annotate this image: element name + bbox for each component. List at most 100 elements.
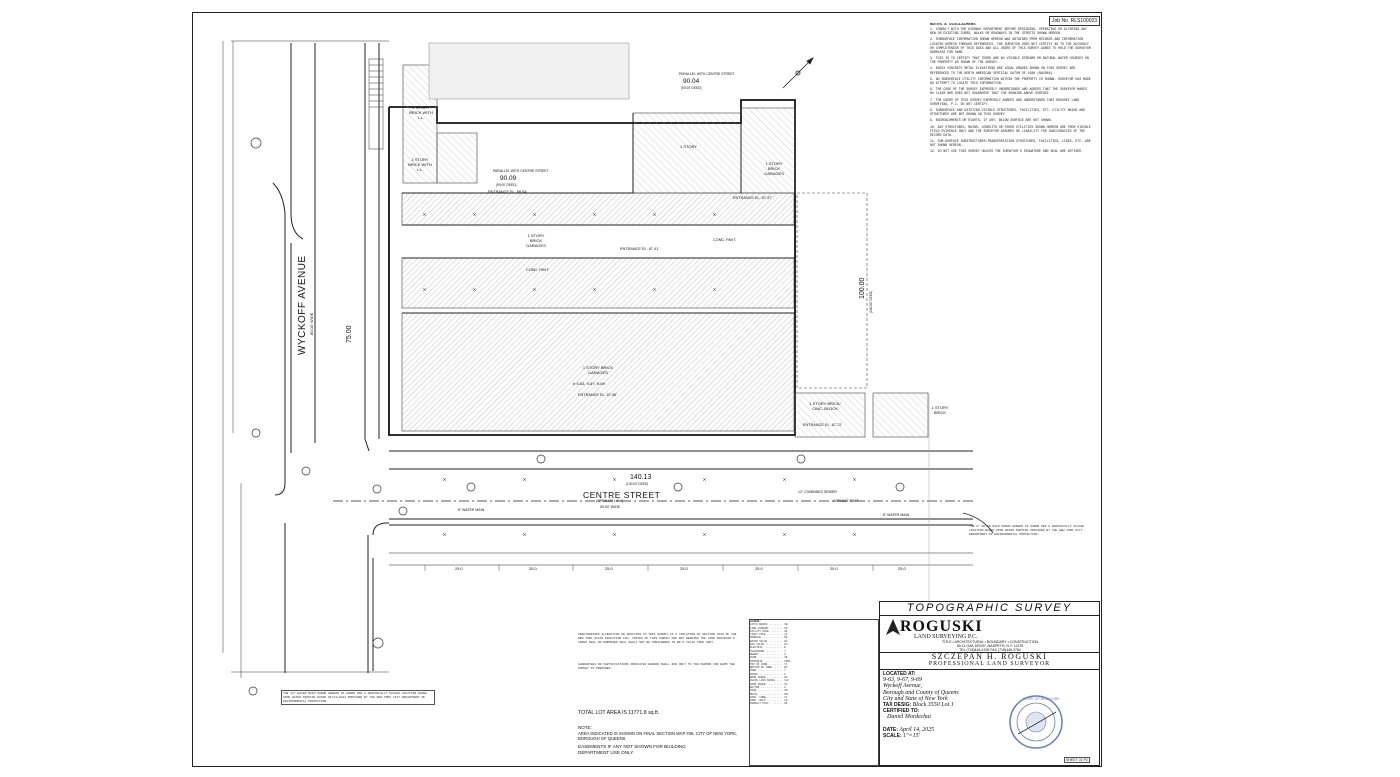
legend-row: SIGN ................ SN [750,689,788,693]
date-value: April 14, 2025 [899,726,935,733]
dist-right: 100.00 [859,277,866,299]
conc-pavt-1: CONC. PAVT. [526,268,550,272]
legend-row: TREE ................ T [750,669,786,673]
tax-label: TAX DESIG: [883,702,912,709]
note-item: 10. ANY STRUCTURES, MAINS, CONDUITS OR O… [930,124,1091,137]
survey-title: TOPOGRAPHIC SURVEY [880,602,1099,616]
legend-row: WOOD FENCE .......... WF [750,676,788,680]
seal-text: STATE OF NEW YORK [1023,697,1060,701]
notes-column: NOTES & DISCLAIMERS 1. CONSULT WITH THE … [930,23,1092,478]
note-item: 7. THE USERS OF THIS SURVEY EXPRESSLY AG… [930,97,1080,106]
legend-row: CONC. WALK .......... CW [750,699,788,703]
dist-top: 90.04 [683,78,700,85]
entrance-2: ENTRANCE EL. 67.41' [620,247,659,251]
company-services: TITLE • ARCHITECTURAL • BOUNDARY • CONST… [942,640,1038,644]
lot-dim-3: 25.0 [605,566,613,571]
legend-row: LIGHT POLE .......... LP [750,633,788,637]
water-main-2: 8" WATER MAIN [883,513,910,517]
note-label: NOTE: [578,725,592,730]
company-logo: ROGUSKI LAND SURVEYING P.C. TITLE • ARCH… [880,616,1099,653]
sheet-number: SHEET 01 P2 [1064,757,1090,763]
section-map-note: AREA INDICATED IS SHOWN ON FINAL SECTION… [578,731,738,741]
centre-street-label: CENTRE STREET [583,490,661,500]
job-number: Job No. RLS100023 [1049,16,1101,26]
legend-row: IRON FENCE .......... IF [750,682,788,686]
date-label: DATE: [883,726,898,733]
legend-row: GAS VALVE ........... GV [750,643,788,647]
located-line-1: 9-63, 9-67, 9-69 [883,677,922,684]
water-main-1: 8" WATER MAIN [458,508,485,512]
note-item: 5. NO SUBSURFACE UTILITY INFORMATION WIT… [930,76,1091,85]
dist-mid: 90.09 [500,175,517,182]
note-item: 2. SUBSURFACE INFORMATION SHOWN HEREON W… [930,37,1091,54]
legend-row: CONCRETE ............ CONC. [750,659,793,663]
bldg-2story-mid: 2 STORY BRICK WITH L.L. [408,157,432,172]
bldg-1story-top: 1 STORY [680,144,697,149]
legend-row: UTILITY POLE ........ UP [750,629,788,633]
parallel-label-2: PARALLEL WITH CENTRE STREET [493,169,549,173]
located-line-3: Borough and County of Queens [883,689,959,696]
left-water-note: THE 12" WATER MAIN SHOWN HEREON IS SHOWN… [281,690,435,706]
legend-row: FIRE HYDRANT ........ FH [750,626,788,630]
site-plan [222,40,994,696]
legend-row: CHAIN LINK FENCE .... CLF [750,679,789,683]
dist-right-deed: (100.00' DEED) [869,290,873,313]
company-name: ROGUSKI [900,618,983,635]
bldg-2story-top: 2 STORY BRICK WITH L.L. [409,105,433,120]
lot-area: TOTAL LOT AREA IS 11771.8 sq.ft. [578,710,660,716]
located-line-2: Wyckoff Avenue, [883,683,922,690]
right-water-note: THE 8" WATER MAIN SHOWN HEREON IS SHOWN … [969,525,1085,536]
legend-row: ELECTRIC ............ E [750,646,786,650]
lot-dim-6: 25.0 [830,566,838,571]
scale-label: SCALE: [883,732,902,739]
entrance-1: ENTRANCE EL. 68.54' [488,190,527,194]
surveyor-title: PROFESSIONAL LAND SURVEYOR [928,661,1051,667]
dist-mid-deed: (90.00' DEED) [496,183,517,187]
note-item: 12. DO NOT USE THIS SURVEY UNLESS THE SU… [930,149,1084,154]
legend-box: LEGEND: CATCH BASIN ......... CB FIRE HY… [749,619,879,766]
bldg-1story-center-num: # 9-63, 9-67, 9-69 [573,381,605,386]
company-address: TITLE • ARCHITECTURAL • BOUNDARY • CONST… [910,640,1070,652]
certified-value: Daniel Mordechai [887,714,931,721]
legend-row: SEWER ............... S [750,652,786,656]
legend-row: CONC. CURB .......... CC [750,695,788,699]
legend-heading: LEGEND: [750,620,761,623]
lot-dim-5: 25.0 [755,566,763,571]
note-item: 8. SUBSURFACE AND EXISTING VISIBLE STRUC… [930,107,1085,116]
legend-row: CATCH BASIN ......... CB [750,623,788,627]
dist-bottom: 140.13 [630,474,652,481]
dist-bottom-deed: (140.00' DEED) [626,482,649,486]
note-item: 3. THIS IS TO CERTIFY THAT THERE ARE NO … [930,56,1089,65]
bldg-1story-garages: 1 STORY BRICK GARAGES [526,233,546,248]
dist-top-deed: (90.00' DEED) [681,86,702,90]
lot-dim-4: 25.0 [680,566,688,571]
notes-heading: NOTES & DISCLAIMERS [930,23,976,27]
company-contact: TEL (718)446-4199 FAX (718)446-2784 [959,648,1021,652]
combined-sewer: 12" COMBINED SEWER [798,490,837,494]
wycoff-avenue-width: 80.00' WIDE [309,312,314,335]
dist-left: 75.00 [346,325,353,343]
legend-row: METAL ............... MTL [750,692,789,696]
state-seal-icon [1009,695,1063,749]
note-item: 9. ENCROACHMENTS OR RIGHTS, IF ANY, BELO… [930,118,1053,123]
lot-dim-7: 25.0 [898,566,906,571]
legend-row: FENCE ............... F [750,672,786,676]
lot-dim-2: 25.0 [529,566,537,571]
conc-pavt-2: CONC. PAVT. [713,238,737,242]
easements-note: EASEMENTS IF ANY NOT SHOWN FOR BUILDING … [578,744,686,755]
company-street: 80-11 OAK DRIVE, MASPETH, N.Y. 11378 [956,644,1024,648]
entrance-4: ENTRANCE EL. 67.72' [803,423,842,427]
lot-dim-1: 25.0 [455,566,463,571]
bldg-1story-bot: 1 STORY BRICK/ CINC. BLOCK [809,401,841,411]
title-block: TOPOGRAPHIC SURVEY ROGUSKI LAND SURVEYIN… [879,601,1100,766]
entrance-5: ENTRANCE EL. 67.37' [733,196,772,200]
bldg-1story-bot-right: 1 STORY BRICK [931,405,949,415]
location-info: LOCATED AT: 9-63, 9-67, 9-69 Wyckoff Ave… [883,671,1003,739]
asphalt-pavt: ASPHALT PAVT. [833,499,859,503]
bldg-1story-right: 1 STORY BRICK GARAGES [764,161,784,176]
centre-street-subtitle: (OPEN BY LAW) [596,499,623,503]
legend-row: TOP OF CURB ......... TC [750,662,788,666]
bldg-1story-center: 1 STORY BRICK GARAGES [582,365,614,375]
centre-street-width: 50.00' WIDE [600,505,621,509]
guarantee-note: GUARANTEES OR CERTIFICATIONS INDICATED H… [578,663,735,670]
